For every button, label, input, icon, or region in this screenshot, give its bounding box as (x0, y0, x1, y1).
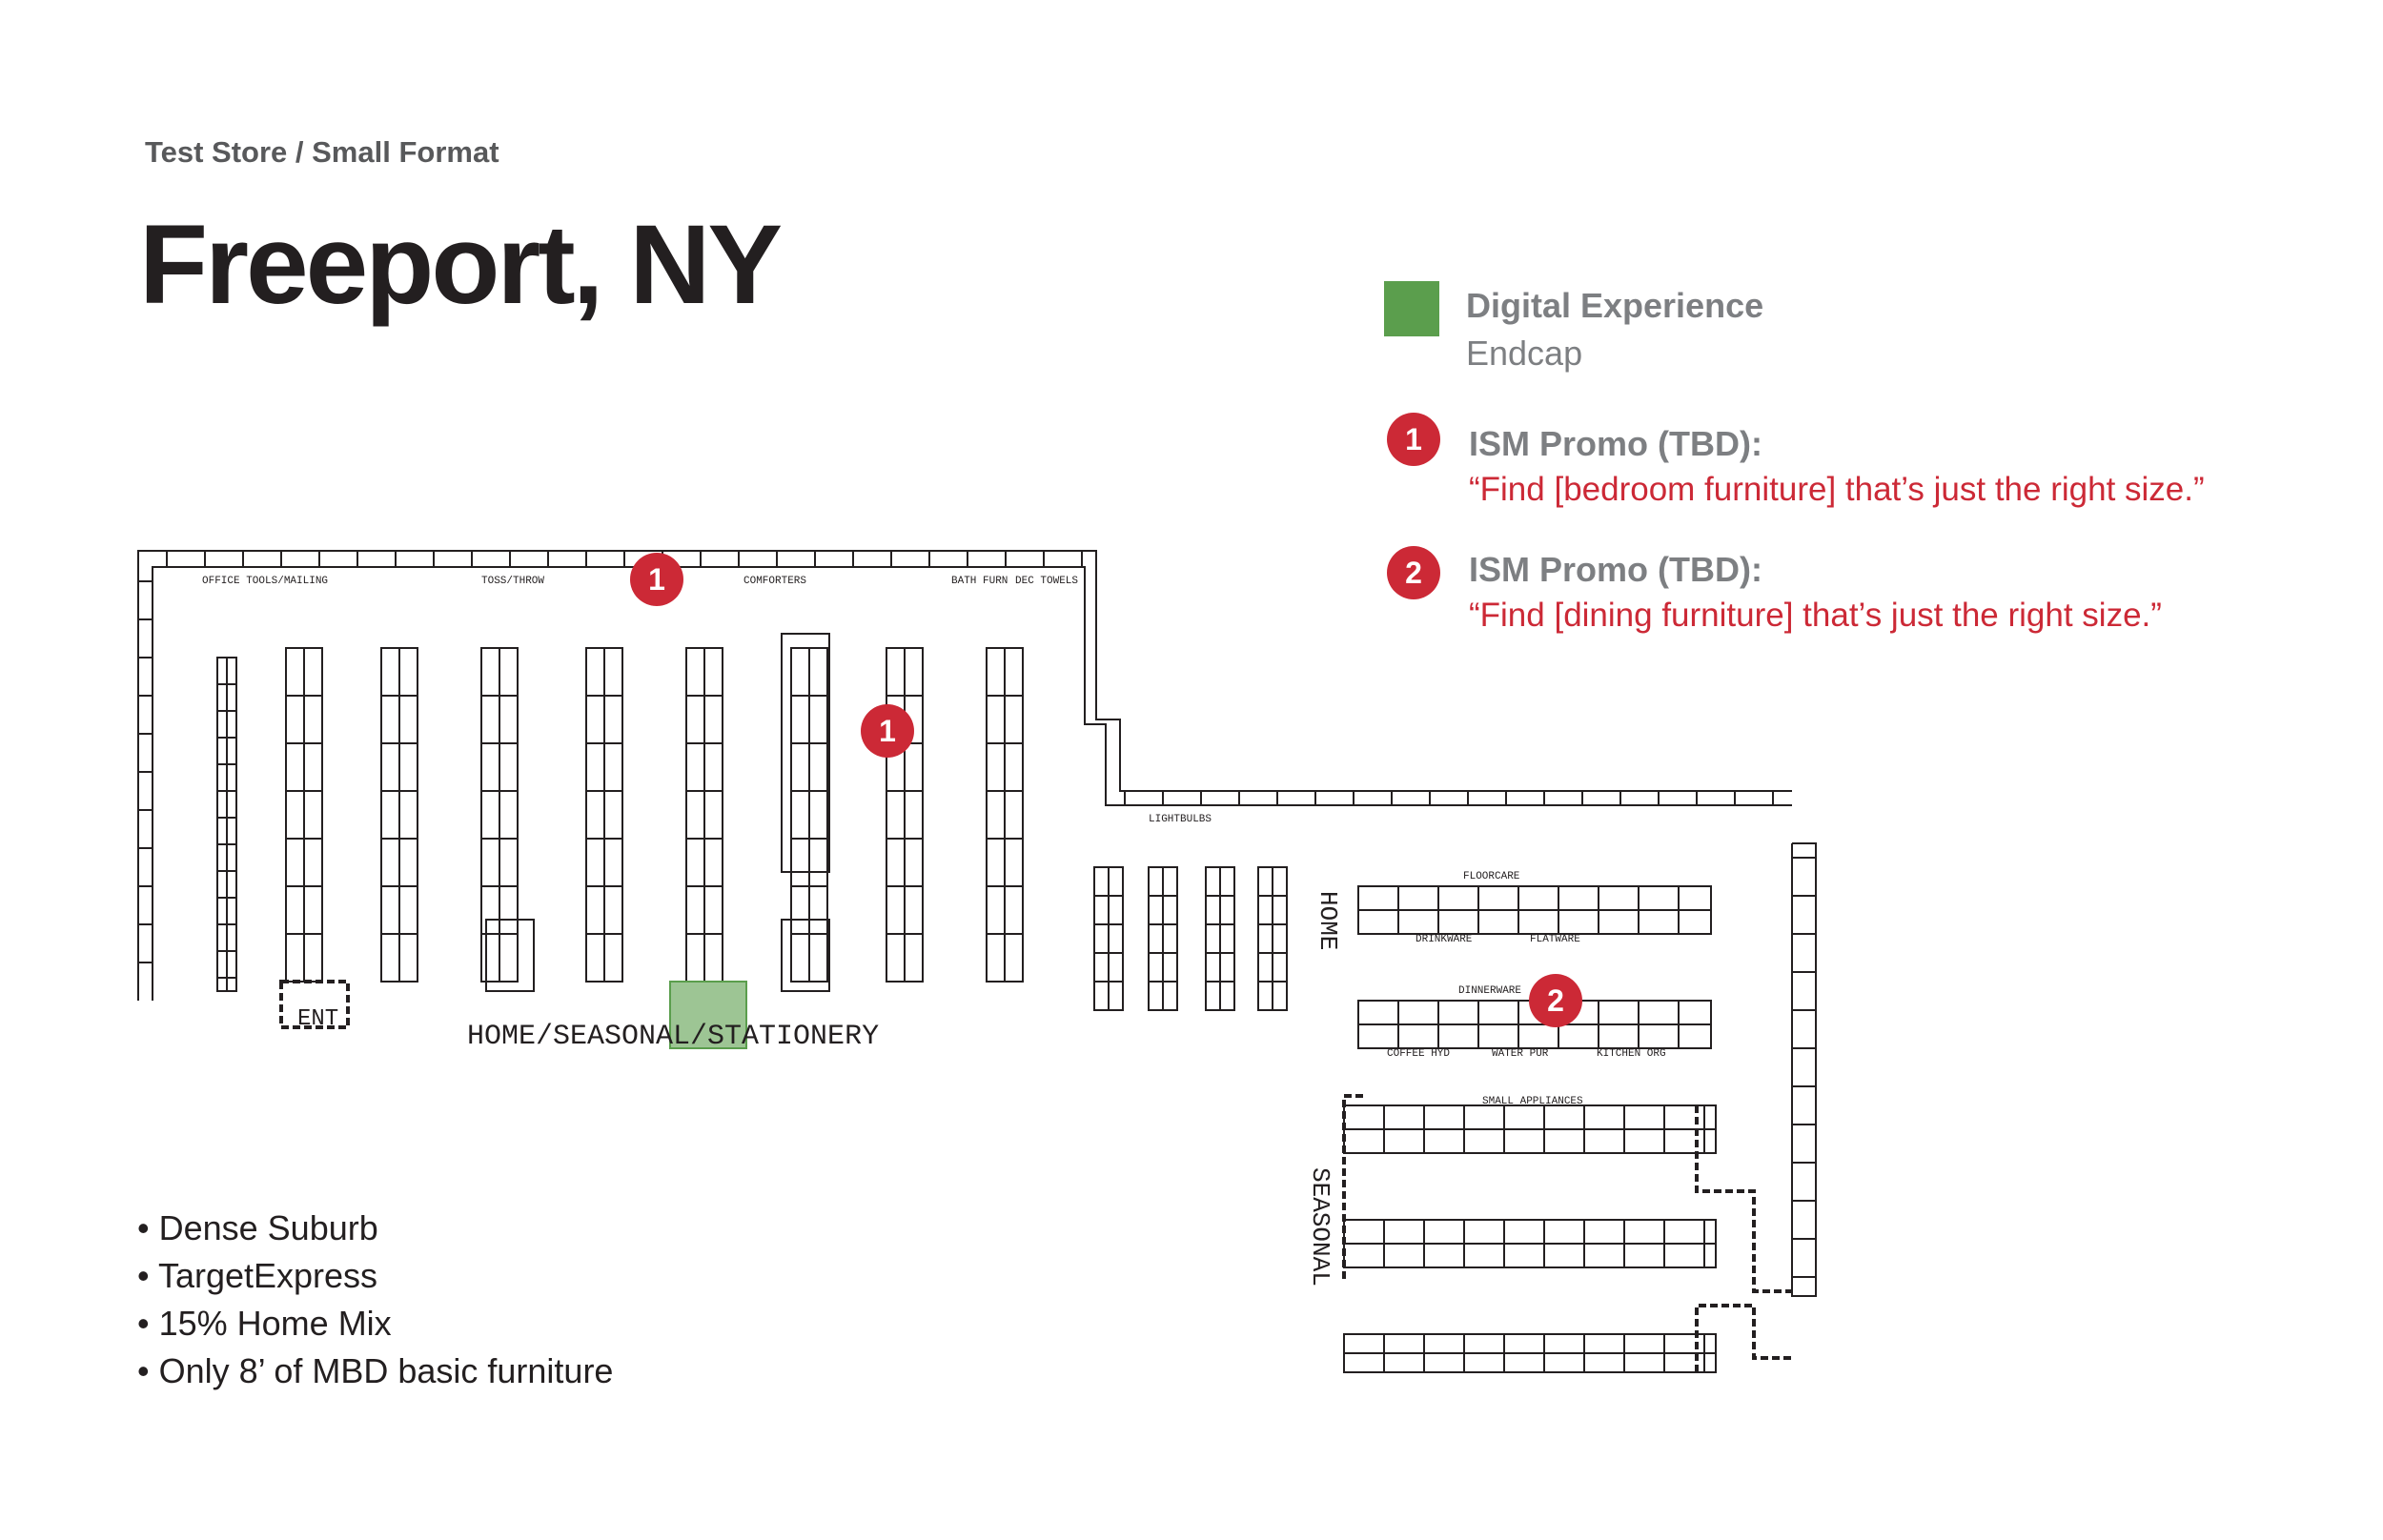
aisle-label-water-pur: WATER PUR (1492, 1048, 1549, 1060)
aisle-label-office-tools: OFFICE TOOLS/MAILING (202, 576, 328, 587)
promo-1-quote: “Find [bedroom furniture] that’s just th… (1469, 471, 2205, 508)
aisle-label-bath-furn: BATH FURN (951, 576, 1008, 587)
bullet-item: • 15% Home Mix (137, 1304, 392, 1343)
via-fixture (781, 919, 830, 992)
floorplan-marker-1a-number: 1 (648, 562, 665, 597)
bullet-item: • Only 8’ of MBD basic furniture (137, 1351, 614, 1390)
entrance-label: ENT (297, 1006, 338, 1032)
promo-2-heading: ISM Promo (TBD): (1469, 550, 1762, 589)
perimeter-wall (1084, 629, 1792, 806)
aisle-label-dec-towels: DEC TOWELS (1015, 576, 1078, 587)
promo-1-heading: ISM Promo (TBD): (1469, 424, 1762, 463)
promo-2-quote: “Find [dining furniture] that’s just the… (1469, 597, 2162, 634)
entrance-fixture (279, 980, 350, 1029)
seasonal-label: SEASONAL (1306, 1167, 1334, 1287)
aisle-label-coffee-hyd: COFFEE HYD (1387, 1048, 1450, 1060)
aisle-label-lightbulbs: LIGHTBULBS (1149, 814, 1212, 825)
aisle-label-dinnerware: DINNERWARE (1458, 985, 1521, 997)
bedding-fixture (781, 633, 830, 873)
perimeter-wall (1791, 842, 1817, 1297)
department-label: HOME/SEASONAL/STATIONERY (467, 1021, 879, 1053)
legend-title: Digital Experience (1466, 286, 1764, 325)
digital-experience-endcap (669, 981, 747, 1049)
bullet-item: • TargetExpress (137, 1256, 378, 1295)
aisle-label-drinkware: DRINKWARE (1416, 934, 1473, 945)
aisle-label-floorcare: FLOORCARE (1463, 871, 1520, 882)
bullet-item: • Dense Suburb (137, 1208, 378, 1247)
page-title: Freeport, NY (139, 202, 783, 328)
home-label: HOME (1314, 891, 1342, 950)
promo-2-badge: 2 (1387, 546, 1440, 599)
seasonal-boundary (1695, 1105, 1792, 1293)
perimeter-wall (137, 550, 1097, 1001)
aisle-label-comforters: COMFORTERS (743, 576, 806, 587)
aisle-label-toss-throw: TOSS/THROW (481, 576, 544, 587)
promo-2-number: 2 (1405, 555, 1422, 590)
floorplan-marker-2-number: 2 (1547, 983, 1564, 1018)
promo-1-number: 1 (1405, 421, 1422, 456)
aisle-label-small-appliances: SMALL APPLIANCES (1482, 1096, 1583, 1107)
seasonal-boundary (1342, 1094, 1363, 1282)
floorplan-marker-1a: 1 (630, 553, 683, 606)
digital-experience-swatch (1384, 281, 1439, 336)
store-format-subtitle: Test Store / Small Format (145, 135, 499, 169)
store-attributes-list: • Dense Suburb • TargetExpress • 15% Hom… (137, 1205, 613, 1395)
perimeter-wall (1095, 629, 1792, 792)
seasonal-boundary (1695, 1304, 1792, 1372)
perimeter-wall (152, 566, 1086, 1001)
promo-1-badge: 1 (1387, 413, 1440, 466)
via-fixture (485, 919, 535, 992)
legend-subtitle: Endcap (1466, 334, 1583, 373)
aisle-label-flatware: FLATWARE (1530, 934, 1580, 945)
floorplan-marker-1b: 1 (861, 704, 914, 758)
floorplan-marker-1b-number: 1 (879, 714, 896, 748)
floorplan-marker-2: 2 (1529, 974, 1582, 1027)
aisle-label-kitchen-org: KITCHEN ORG (1597, 1048, 1666, 1060)
